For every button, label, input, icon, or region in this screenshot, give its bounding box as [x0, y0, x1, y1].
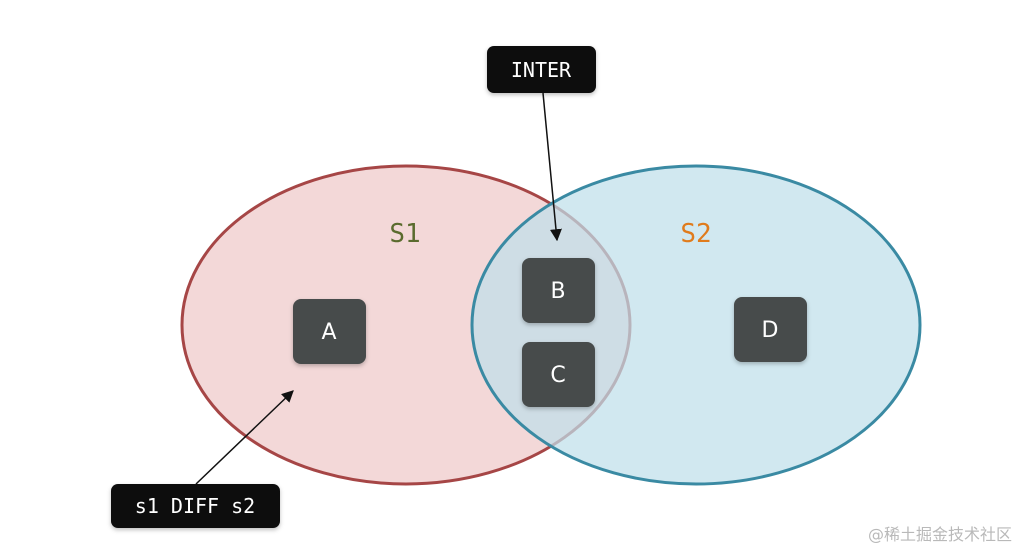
inter-callout-label: INTER: [511, 58, 572, 82]
element-b: [522, 258, 595, 323]
watermark-text: @稀土掘金技术社区: [867, 525, 1012, 544]
set-s2-label: S2: [680, 219, 711, 249]
element-c-label: C: [550, 363, 565, 388]
element-d: [734, 297, 807, 362]
diff-callout-box: [111, 484, 280, 528]
element-c: [522, 342, 595, 407]
element-a: [293, 299, 366, 364]
element-d-label: D: [762, 318, 779, 343]
element-a-label: A: [321, 320, 336, 345]
inter-callout-box: [487, 46, 596, 93]
element-b-label: B: [550, 279, 565, 304]
diff-callout-label: s1 DIFF s2: [135, 494, 255, 518]
diff-arrow: [195, 390, 294, 485]
inter-arrow: [542, 92, 562, 242]
set-s2-ellipse: [470, 164, 922, 486]
set-s1-label: S1: [389, 219, 420, 249]
